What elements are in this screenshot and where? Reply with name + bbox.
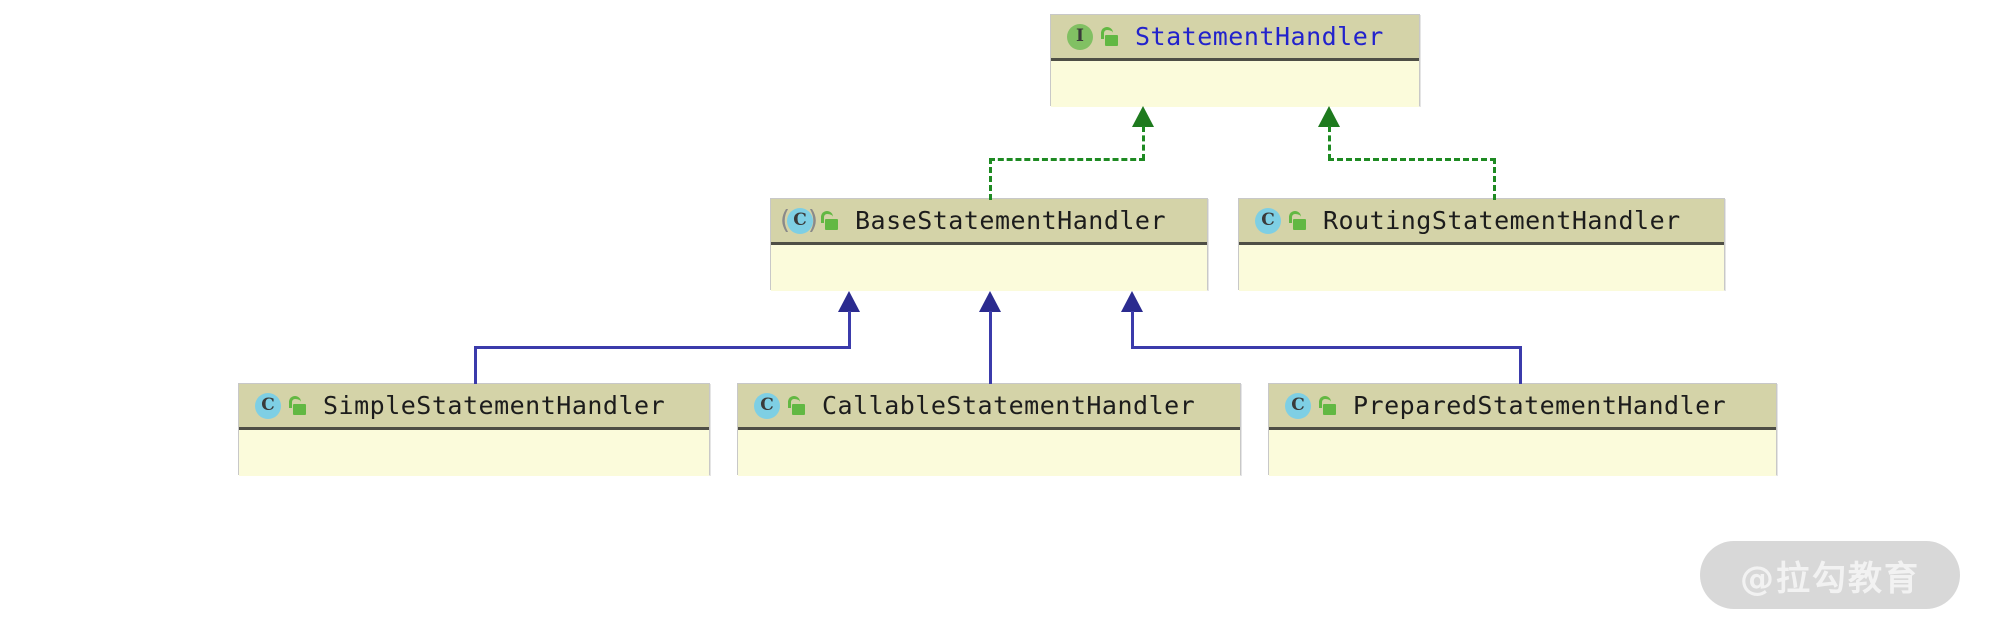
interface-badge-icon: I (1063, 22, 1093, 52)
class-badge-icon: C (251, 391, 281, 421)
unlocked-padlock-icon (1100, 26, 1118, 47)
uml-node-members (738, 430, 1240, 476)
uml-node-title: PreparedStatementHandler (1353, 391, 1727, 420)
uml-node-header: I StatementHandler (1051, 15, 1419, 61)
uml-node-title: SimpleStatementHandler (323, 391, 666, 420)
watermark-badge: @拉勾教育 (1700, 541, 1960, 609)
edge-segment (474, 346, 851, 349)
uml-node-header: C SimpleStatementHandler (239, 384, 709, 430)
uml-node-members (239, 430, 709, 476)
uml-node-statement-handler[interactable]: I StatementHandler (1050, 14, 1420, 107)
uml-node-members (1239, 245, 1724, 291)
uml-node-members (771, 245, 1207, 291)
uml-node-title: RoutingStatementHandler (1323, 206, 1681, 235)
abstract-class-badge-icon: C (783, 206, 813, 236)
uml-node-header: C BaseStatementHandler (771, 199, 1207, 245)
edge-segment (989, 158, 1145, 161)
unlocked-padlock-icon (820, 210, 838, 231)
uml-node-callable-statement-handler[interactable]: C CallableStatementHandler (737, 383, 1241, 476)
unlocked-padlock-icon (288, 395, 306, 416)
class-badge-icon: C (750, 391, 780, 421)
edge-segment (474, 346, 477, 384)
uml-node-title: BaseStatementHandler (855, 206, 1167, 235)
uml-node-header: C RoutingStatementHandler (1239, 199, 1724, 245)
uml-node-header: C CallableStatementHandler (738, 384, 1240, 430)
uml-node-members (1051, 61, 1419, 107)
edge-segment (1519, 346, 1522, 384)
inheritance-arrowhead-icon (838, 291, 860, 312)
edge-segment (1328, 126, 1331, 160)
uml-node-members (1269, 430, 1776, 476)
unlocked-padlock-icon (1288, 210, 1306, 231)
unlocked-padlock-icon (1318, 395, 1336, 416)
edge-segment (1328, 158, 1496, 161)
uml-node-base-statement-handler[interactable]: C BaseStatementHandler (770, 198, 1208, 291)
class-badge-icon: C (1281, 391, 1311, 421)
edge-segment (1131, 311, 1134, 348)
realization-arrowhead-icon (1318, 106, 1340, 127)
inheritance-arrowhead-icon (979, 291, 1001, 312)
uml-node-prepared-statement-handler[interactable]: C PreparedStatementHandler (1268, 383, 1777, 476)
edge-segment (989, 311, 992, 384)
edge-segment (1131, 346, 1522, 349)
class-badge-icon: C (1251, 206, 1281, 236)
uml-node-header: C PreparedStatementHandler (1269, 384, 1776, 430)
edge-segment (989, 158, 992, 200)
watermark-text: @拉勾教育 (1740, 558, 1920, 599)
edge-segment (1493, 158, 1496, 200)
uml-node-title: CallableStatementHandler (822, 391, 1196, 420)
uml-node-title: StatementHandler (1135, 22, 1384, 51)
uml-node-simple-statement-handler[interactable]: C SimpleStatementHandler (238, 383, 710, 476)
edge-segment (848, 311, 851, 348)
uml-node-routing-statement-handler[interactable]: C RoutingStatementHandler (1238, 198, 1725, 291)
inheritance-arrowhead-icon (1121, 291, 1143, 312)
realization-arrowhead-icon (1132, 106, 1154, 127)
edge-segment (1142, 126, 1145, 160)
unlocked-padlock-icon (787, 395, 805, 416)
